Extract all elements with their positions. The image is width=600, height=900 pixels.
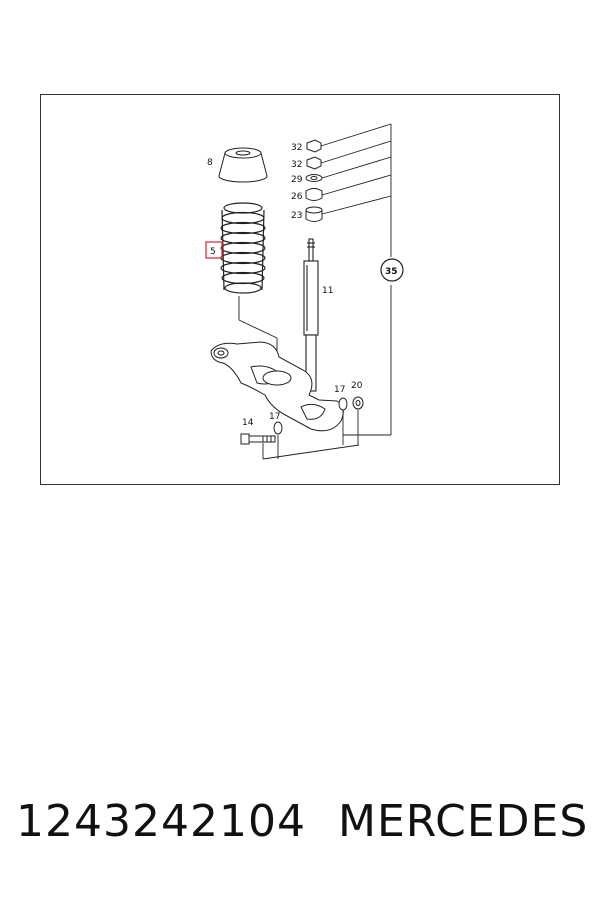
callout-8: 8 — [207, 158, 213, 168]
top-mount-hardware — [305, 139, 323, 222]
highlight-box-5 — [205, 241, 223, 259]
callout-26: 26 — [291, 192, 303, 202]
callout-20: 20 — [351, 381, 363, 391]
callout-5: 5 — [210, 247, 216, 257]
parts-diagram-frame: 8 5 — [40, 94, 560, 485]
leader-lines-35 — [320, 123, 392, 436]
spring-pad-part — [218, 147, 268, 183]
coil-spring-part — [220, 202, 266, 294]
suspension-exploded-diagram: 8 5 — [205, 123, 404, 460]
leader-lines-bottom — [262, 410, 360, 460]
control-arm-part — [210, 341, 344, 432]
callout-35-circle — [380, 258, 404, 282]
callout-35: 35 — [385, 267, 398, 277]
callout-14: 14 — [242, 418, 254, 428]
caption-bar: 1243242104 MERCEDES — [10, 796, 590, 866]
callout-32-top: 32 — [291, 143, 302, 153]
callout-29: 29 — [291, 175, 303, 185]
callout-23: 23 — [291, 211, 302, 221]
callout-17-left: 17 — [269, 412, 280, 422]
callout-32-second: 32 — [291, 160, 302, 170]
callout-11: 11 — [322, 286, 333, 296]
brand-name: MERCEDES — [338, 796, 589, 847]
part-number: 1243242104 — [16, 796, 306, 847]
callout-17-right: 17 — [334, 385, 345, 395]
bolt-hardware — [240, 396, 364, 445]
